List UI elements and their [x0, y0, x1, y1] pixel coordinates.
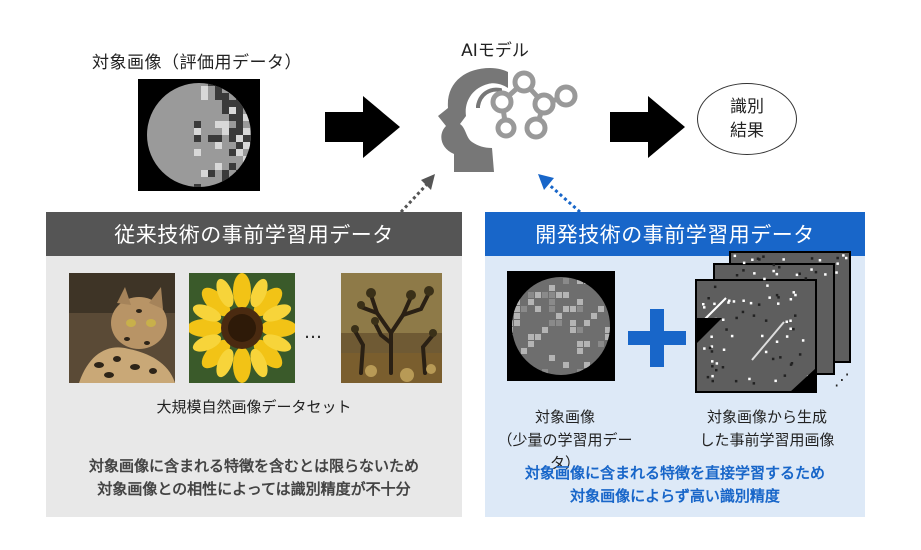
small-target-caption: 対象画像 （少量の学習用データ）	[490, 406, 640, 475]
developed-note-line-1: 対象画像に含まれる特徴を直接学習するため	[524, 464, 825, 482]
sunflower-photo	[189, 273, 295, 383]
conventional-note: 対象画像に含まれる特徴を含むとは限らないため 対象画像との相性によっては識別精度…	[46, 455, 462, 501]
small-caption-line-2: （少量の学習用データ）	[497, 431, 633, 472]
small-target-image	[507, 271, 615, 381]
ai-model-title: AIモデル	[461, 41, 529, 61]
developed-note: 対象画像に含まれる特徴を直接学習するため 対象画像によらず高い識別精度	[485, 462, 865, 508]
developed-header: 開発技術の事前学習用データ	[485, 212, 865, 256]
arrow-right-icon	[610, 96, 685, 158]
ellipsis: …	[304, 322, 322, 343]
conventional-header: 従来技術の事前学習用データ	[46, 212, 462, 256]
dataset-caption: 大規模自然画像データセット	[156, 398, 352, 416]
result-line-1: 識別	[730, 97, 764, 117]
generated-images-stack	[695, 251, 851, 393]
stack-dots: ⋰	[834, 370, 850, 389]
result-line-2: 結果	[730, 121, 764, 141]
dotted-arrow-blue-icon	[538, 174, 581, 214]
conventional-note-line-1: 対象画像に含まれる特徴を含むとは限らないため	[88, 457, 419, 475]
generated-caption-line-1: 対象画像から生成	[706, 408, 827, 426]
generated-caption-line-2: した事前学習用画像	[699, 431, 835, 449]
small-caption-line-1: 対象画像	[534, 408, 595, 426]
target-image-title: 対象画像（評価用データ）	[92, 53, 302, 73]
developed-note-line-2: 対象画像によらず高い識別精度	[570, 487, 780, 505]
ocelot-photo	[69, 273, 175, 383]
dotted-arrow-gray-icon	[399, 174, 435, 214]
generated-caption: 対象画像から生成 した事前学習用画像	[672, 406, 862, 452]
result-ellipse: 識別 結果	[697, 83, 797, 155]
target-image	[138, 79, 260, 191]
plus-icon	[628, 309, 686, 367]
arrow-right-icon	[325, 96, 400, 158]
joshua-tree-photo	[341, 273, 442, 383]
ai-head-icon	[438, 68, 578, 172]
conventional-note-line-2: 対象画像との相性によっては識別精度が不十分	[97, 480, 411, 498]
